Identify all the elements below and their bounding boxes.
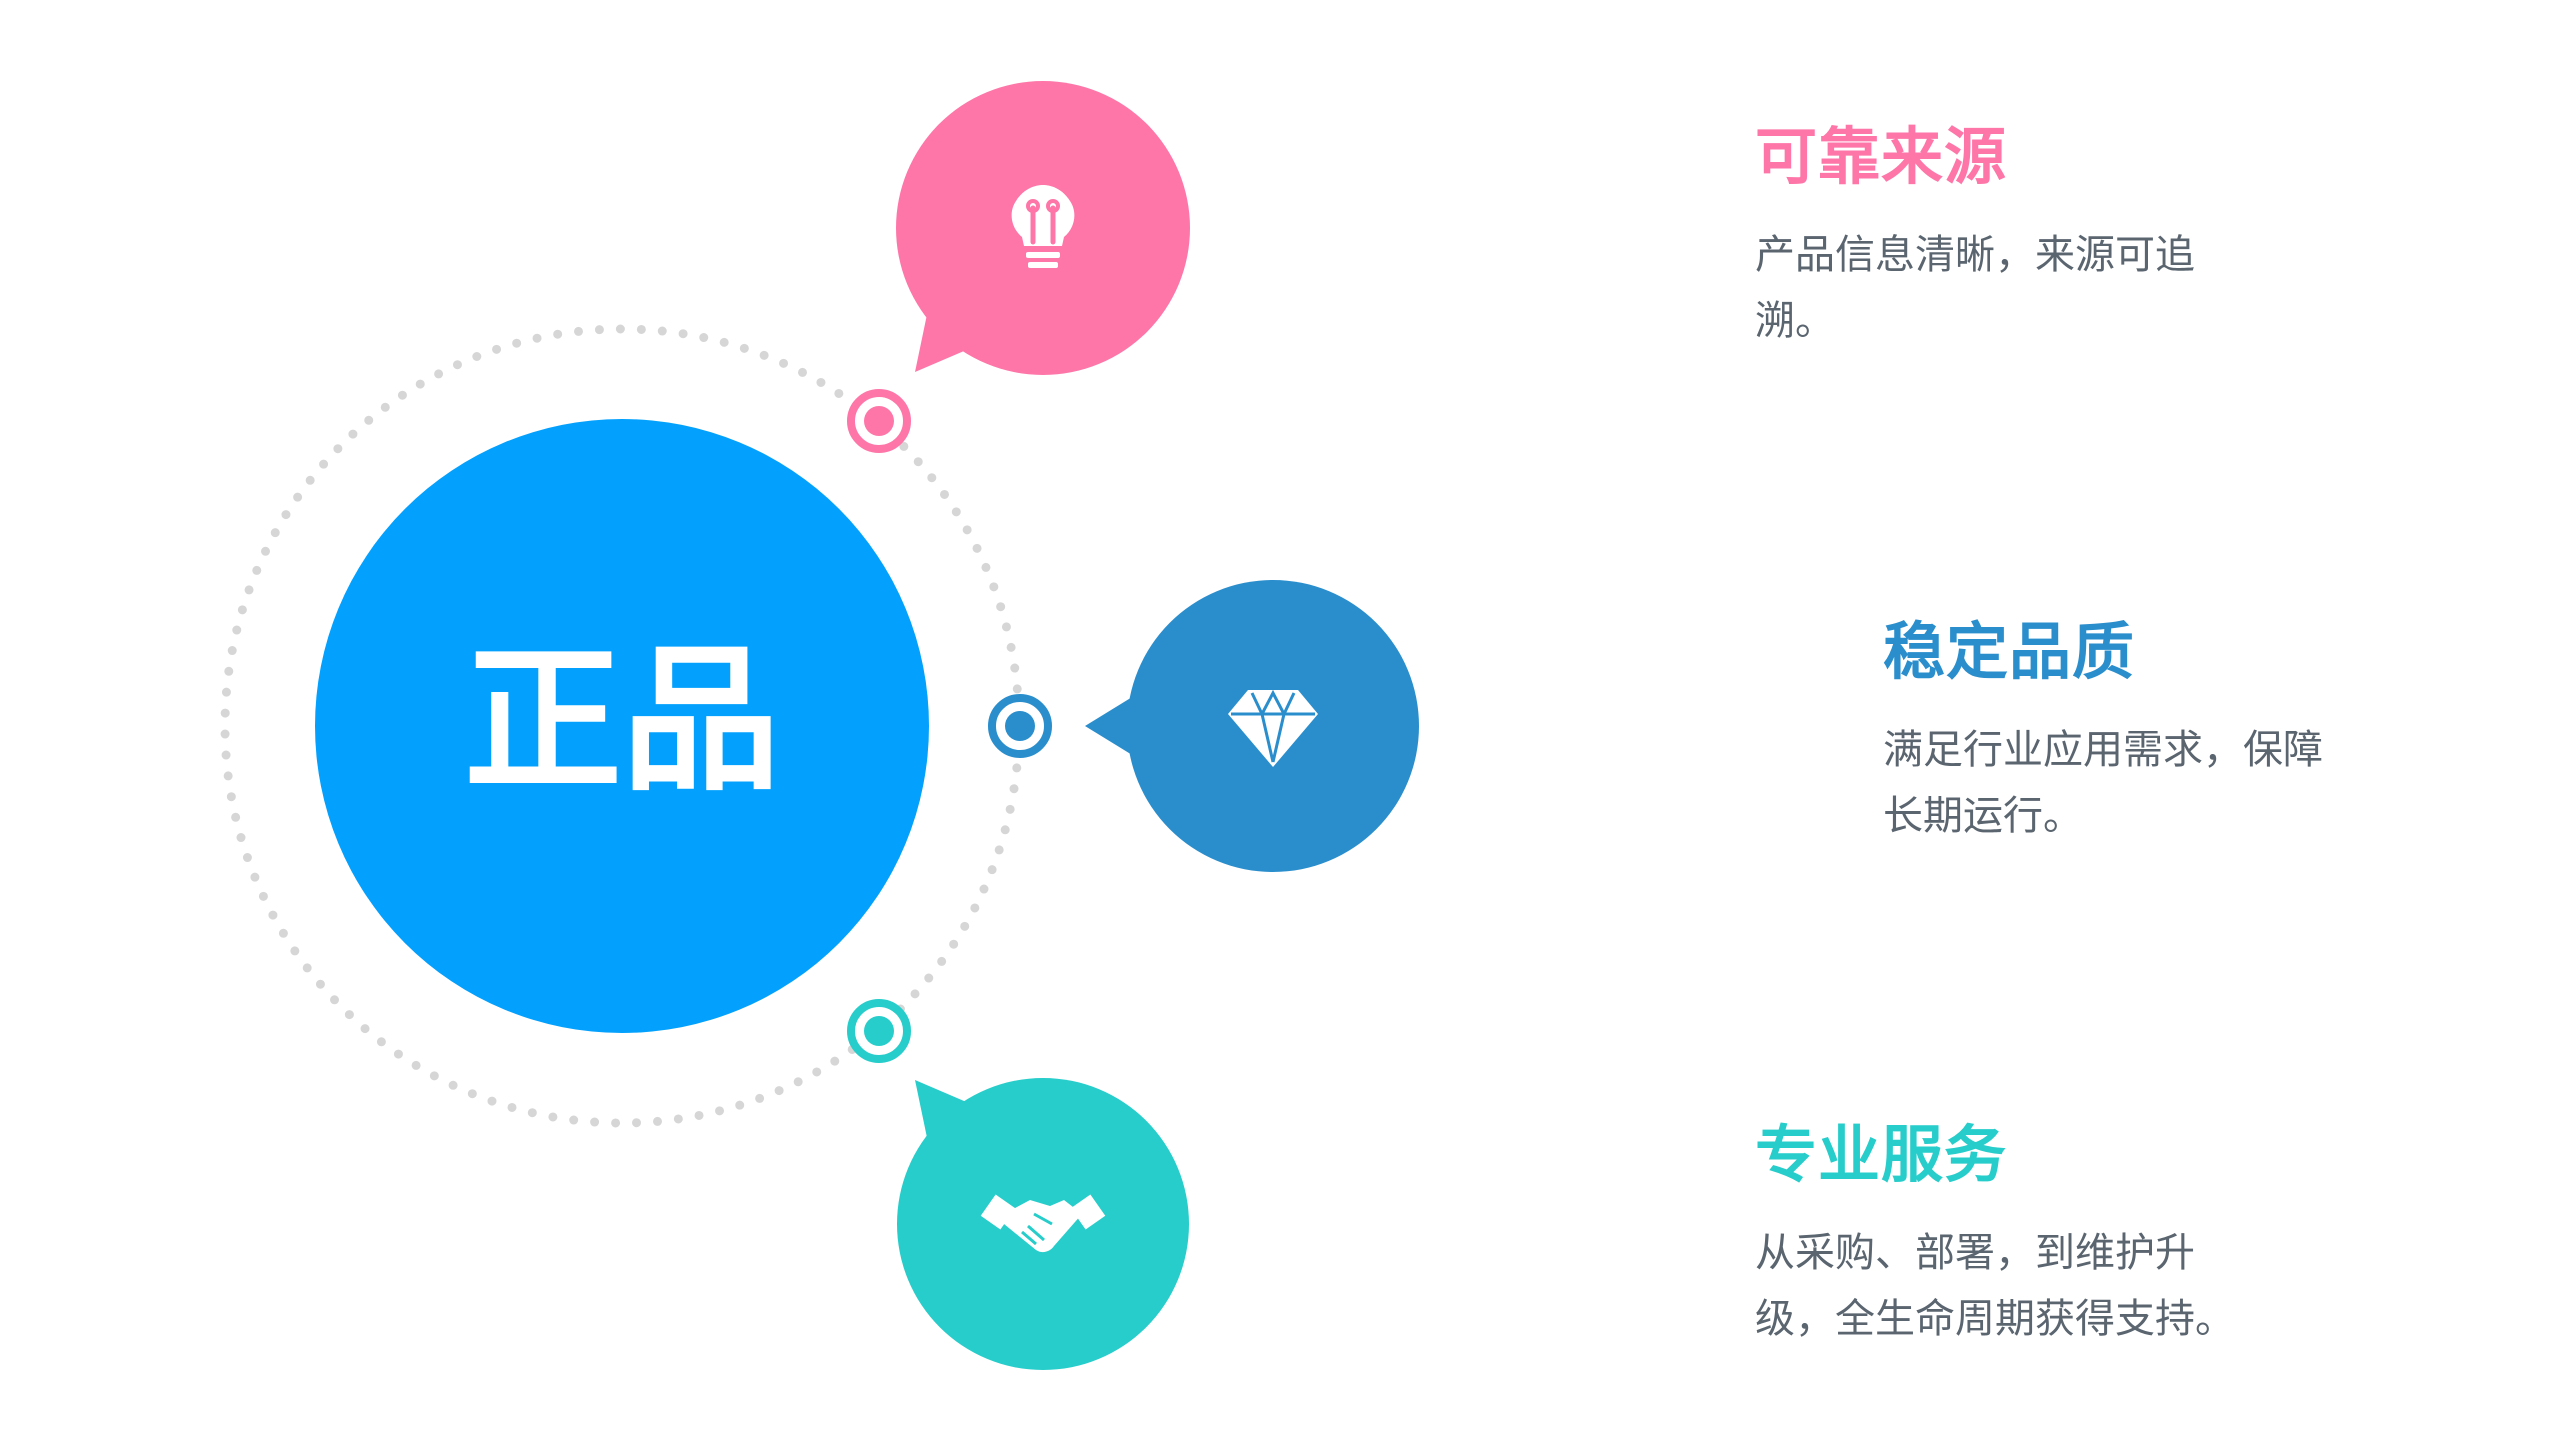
center-circle <box>315 419 929 1033</box>
connector-dot-pink <box>847 389 911 453</box>
connector-dot-teal <box>847 999 911 1063</box>
feature-block-service: 专业服务 从采购、部署，到维护升 级，全生命周期获得支持。 <box>1755 1124 2235 1352</box>
feature-title-quality: 稳定品质 <box>1883 615 2136 688</box>
handshake-icon <box>980 1194 1106 1253</box>
connector-dot-blue <box>988 694 1052 758</box>
feature-desc-service: 从采购、部署，到维护升 级，全生命周期获得支持。 <box>1755 1230 2235 1342</box>
feature-block-source: 可靠来源 产品信息清晰，来源可追 溯。 <box>1755 126 2195 354</box>
feature-title-service: 专业服务 <box>1755 1118 2008 1191</box>
lightbulb-icon <box>1011 185 1075 268</box>
feature-block-quality: 稳定品质 满足行业应用需求，保障 长期运行。 <box>1883 621 2323 849</box>
diamond-icon <box>1228 689 1318 767</box>
feature-title-source: 可靠来源 <box>1755 120 2008 193</box>
feature-desc-quality: 满足行业应用需求，保障 长期运行。 <box>1883 727 2323 839</box>
feature-desc-source: 产品信息清晰，来源可追 溯。 <box>1755 232 2195 344</box>
center-label: 正品 <box>464 629 780 813</box>
